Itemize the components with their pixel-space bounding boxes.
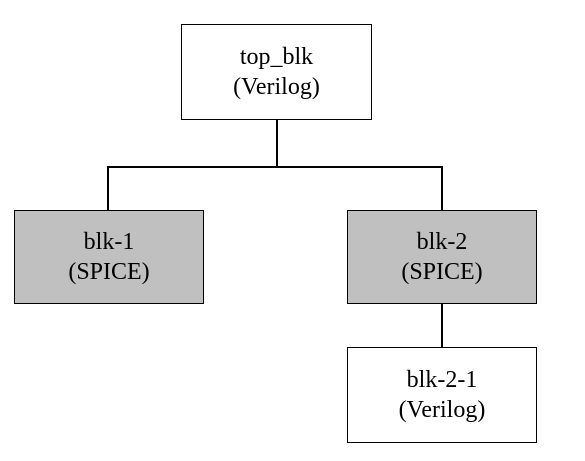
node-blk-2-kind: (SPICE) — [401, 259, 483, 285]
node-blk-2-1-kind: (Verilog) — [398, 397, 486, 423]
connector-to-blk-1 — [107, 166, 109, 211]
node-blk-2-1-name: blk-2-1 — [406, 367, 478, 393]
connector-horizontal-bar — [107, 166, 443, 168]
connector-blk-2-to-blk-2-1 — [441, 303, 443, 348]
node-blk-2-name: blk-2 — [416, 229, 468, 255]
connector-top-trunk — [276, 119, 278, 167]
node-top-blk-name: top_blk — [239, 44, 314, 70]
node-top-blk: top_blk (Verilog) — [181, 24, 372, 120]
node-blk-1-name: blk-1 — [83, 229, 135, 255]
node-blk-1: blk-1 (SPICE) — [14, 210, 204, 304]
node-blk-2-1: blk-2-1 (Verilog) — [347, 347, 537, 443]
node-blk-1-kind: (SPICE) — [68, 259, 150, 285]
connector-to-blk-2 — [441, 166, 443, 211]
node-top-blk-kind: (Verilog) — [233, 74, 320, 100]
node-blk-2: blk-2 (SPICE) — [347, 210, 537, 304]
